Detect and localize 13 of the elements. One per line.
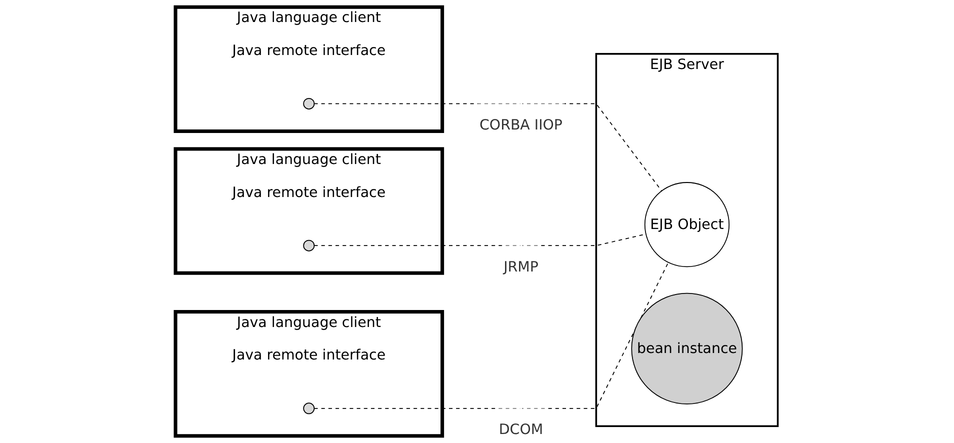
node-circle: bean instance xyxy=(632,292,744,404)
node-circle: EJB Object xyxy=(644,182,730,268)
connector xyxy=(314,262,670,409)
node-circle xyxy=(304,98,316,110)
edge-label: DCOM xyxy=(499,420,544,438)
cluster: Java language client Java remote interface xyxy=(174,147,444,275)
node-circle xyxy=(304,402,316,414)
node-circle xyxy=(304,240,316,252)
edge-label: JRMP xyxy=(504,258,539,275)
cluster: Java language client Java remote interface xyxy=(174,310,444,438)
connector xyxy=(314,103,662,192)
edge-label: CORBA IIOP xyxy=(480,116,563,133)
cluster: Java language client Java remote interface xyxy=(174,5,444,133)
